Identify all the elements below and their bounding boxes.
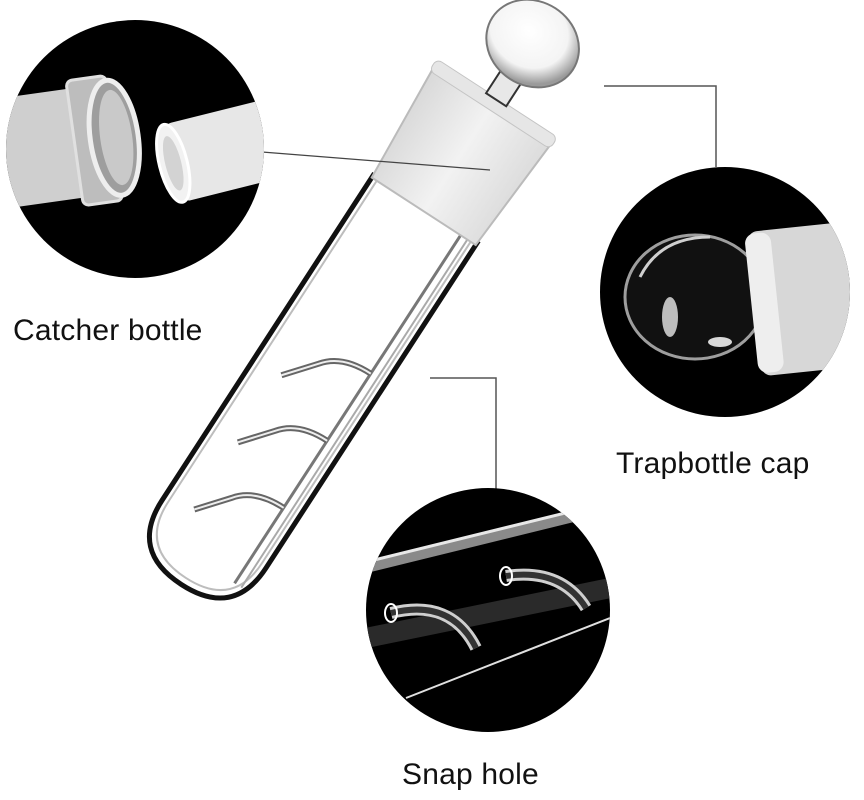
trapbottle-cap-label: Trapbottle cap	[616, 447, 810, 480]
leader-line-snap	[430, 377, 497, 490]
catcher-bottle-label: Catcher bottle	[13, 314, 203, 347]
trapbottle-cap-detail-circle	[600, 167, 850, 417]
leader-line-cap	[604, 85, 717, 167]
side-tube-icon	[366, 500, 610, 699]
snap-hole-label: Snap hole	[402, 758, 539, 791]
snap-hole-detail-circle	[366, 488, 610, 732]
catcher-bottle-detail-circle	[6, 20, 264, 278]
leader-line-catcher	[261, 151, 491, 171]
ground-joint-icon	[6, 74, 264, 209]
stopper-bulb-icon	[623, 221, 850, 376]
